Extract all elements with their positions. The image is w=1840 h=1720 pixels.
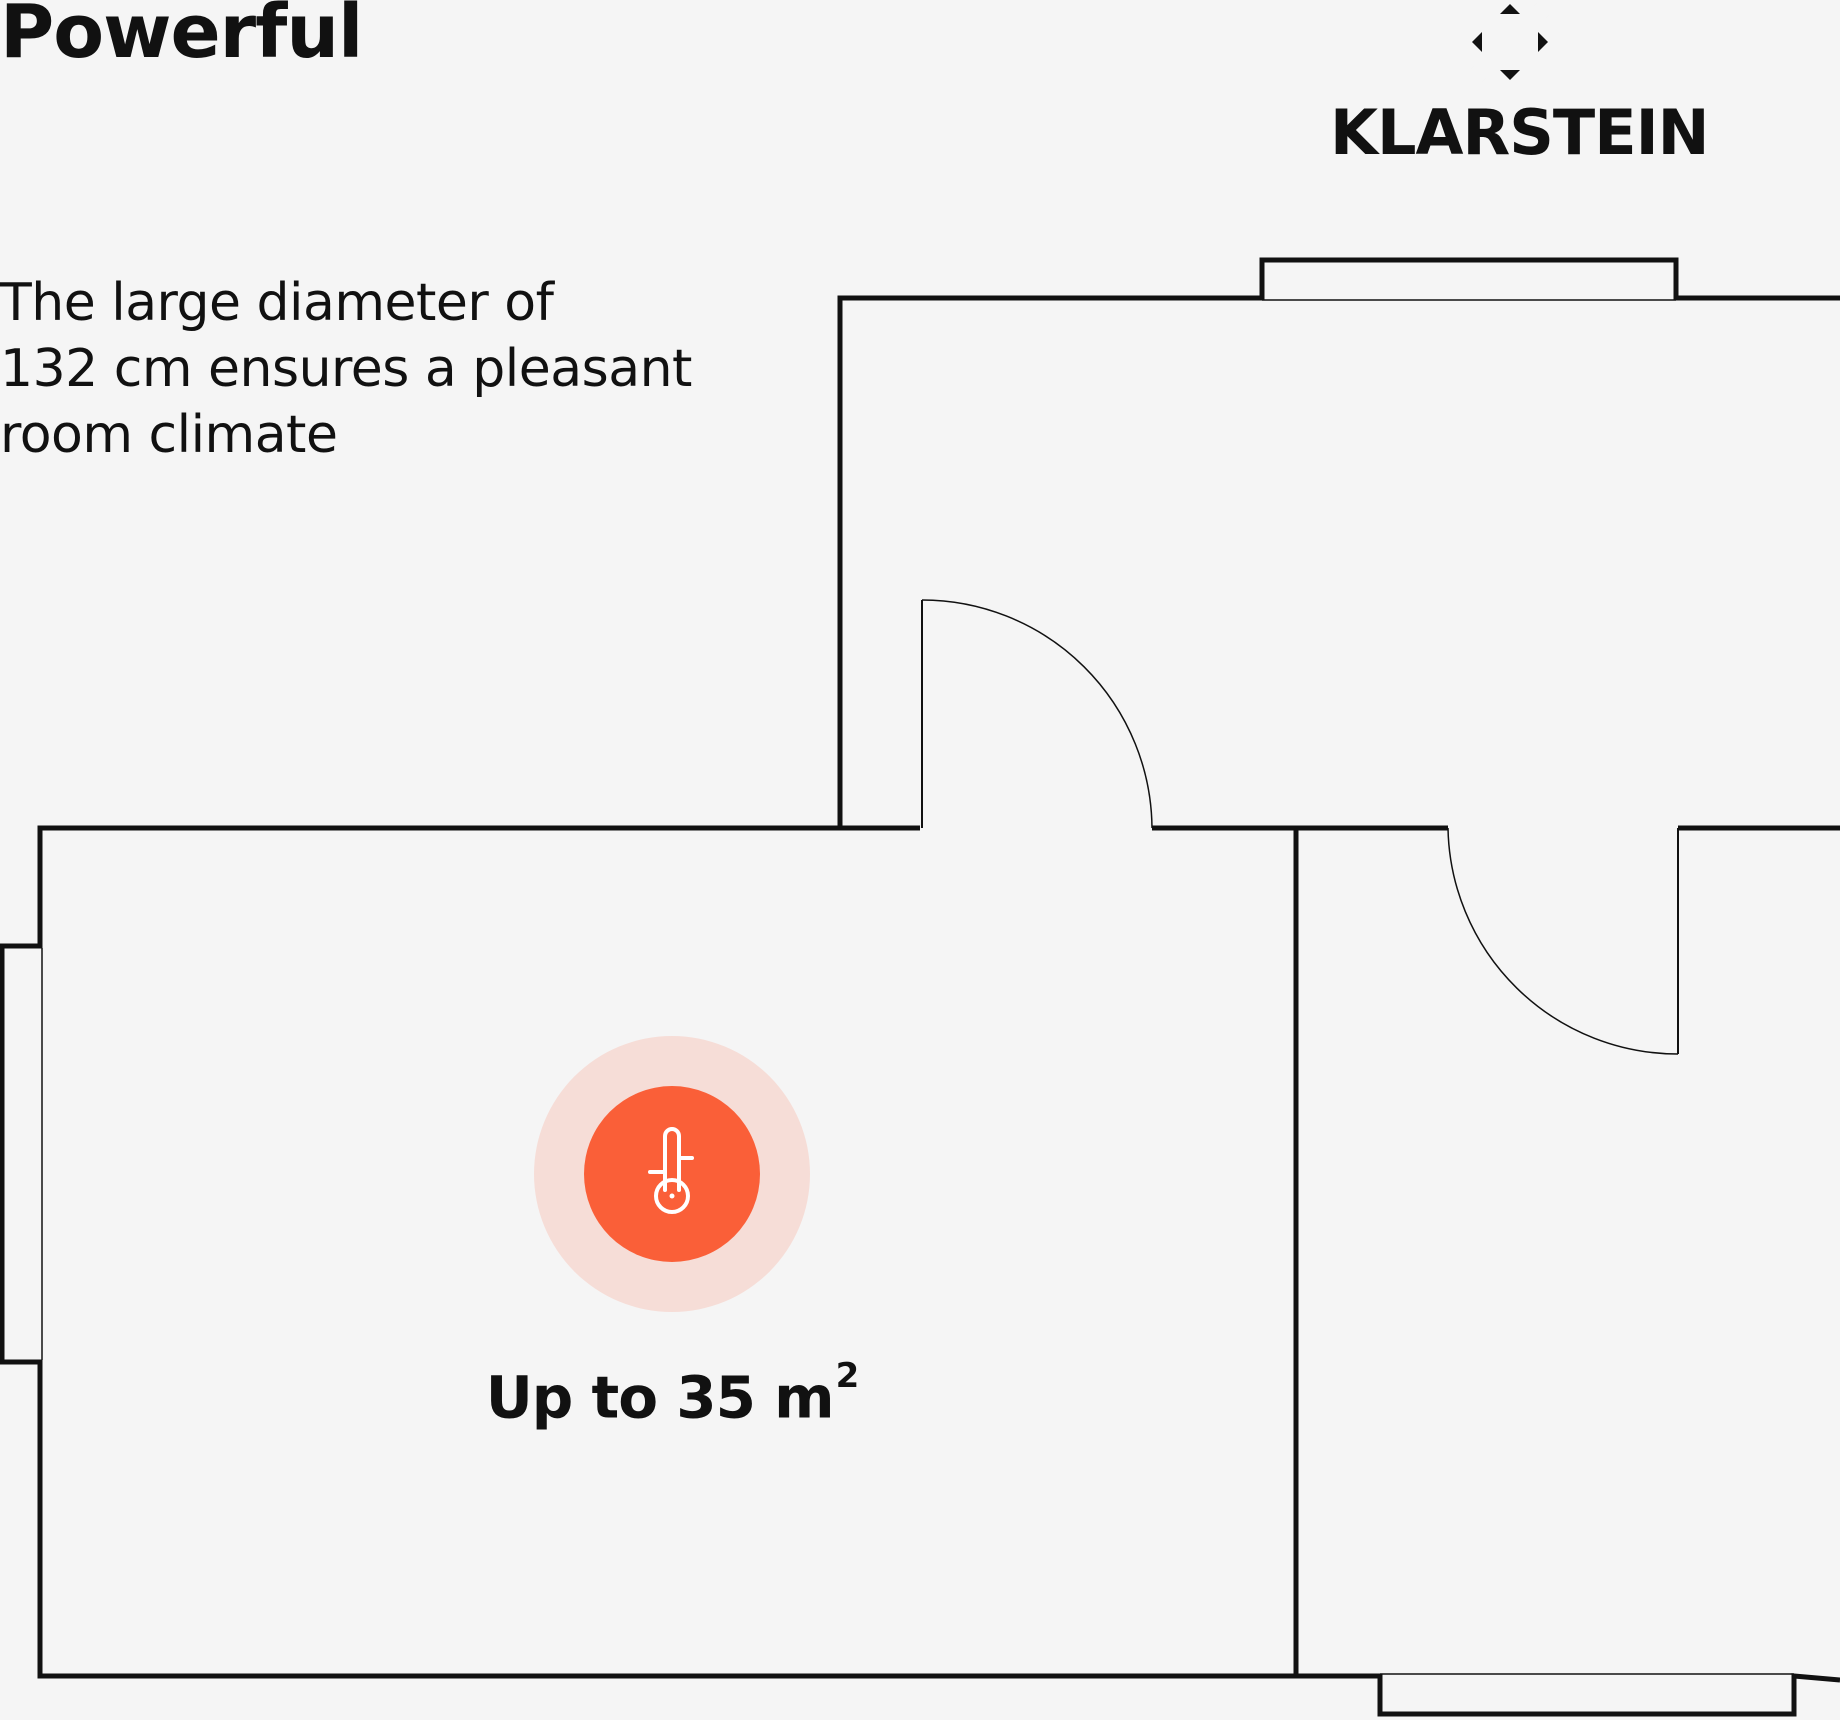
coverage-label: Up to 35 m2 (472, 1356, 872, 1432)
klarstein-diamond-logo-icon (1470, 2, 1550, 82)
brand: KLARSTEIN (1330, 0, 1710, 170)
bottom-window-frame (1296, 1673, 1840, 1717)
thermometer-icon (648, 1127, 694, 1214)
description: The large diameter of 132 cm ensures a p… (0, 270, 760, 468)
description-line-2: 132 cm ensures a pleasant (0, 339, 692, 399)
door-1-swing (921, 599, 1153, 829)
description-line-3: room climate (0, 405, 338, 465)
door-2-swing (1447, 827, 1679, 1055)
brand-name: KLARSTEIN (1330, 96, 1710, 169)
coverage-text: Up to 35 m (485, 1363, 835, 1432)
upper-room-wall (837, 257, 1840, 828)
main-room-wall-top (0, 825, 1296, 1679)
description-line-1: The large diameter of (0, 273, 554, 333)
coverage-superscript: 2 (835, 1356, 860, 1396)
heater-marker (584, 1086, 760, 1262)
headline: Powerful (0, 0, 363, 75)
